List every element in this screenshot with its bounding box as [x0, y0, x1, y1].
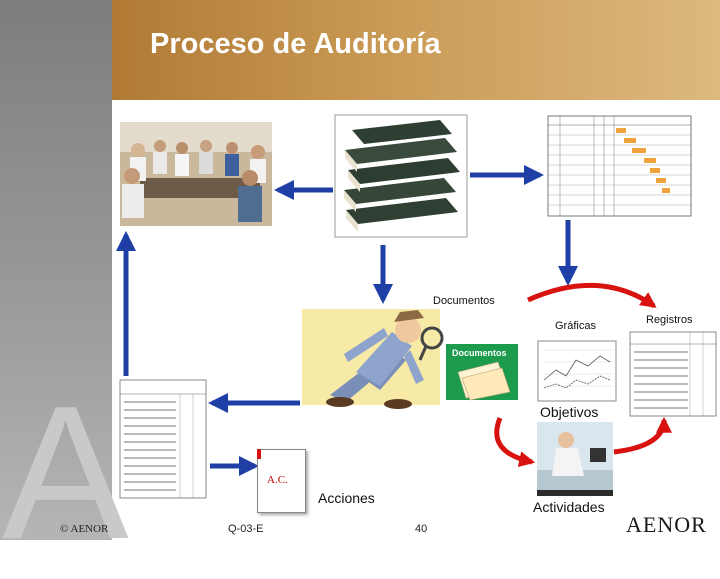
label-actividades: Actividades [533, 499, 605, 515]
label-objetivos: Objetivos [540, 404, 599, 420]
red-arrow-to-objetivos [613, 416, 672, 455]
activities-photo [537, 422, 613, 496]
label-graficas: Gráficas [555, 320, 596, 332]
registros-table-sheet [629, 331, 717, 417]
clipart-label: Documentos [452, 348, 507, 358]
gantt-chart-sheet [547, 115, 692, 217]
label-acciones: Acciones [318, 490, 375, 506]
top-band [112, 0, 720, 100]
red-arrow-to-registros [526, 282, 657, 309]
label-documentos: Documentos [433, 295, 495, 307]
footer-page-number: 40 [415, 523, 428, 535]
slide-title: Proceso de Auditoría [150, 28, 441, 60]
red-arrow-to-activities [494, 417, 536, 468]
auditor-magnifier-illustration [302, 309, 444, 409]
line-chart-sheet [537, 340, 617, 402]
aenor-watermark-letter: A [2, 367, 129, 579]
label-registros: Registros [646, 314, 693, 326]
diagram-canvas: Documentos [116, 114, 717, 499]
corrective-action-card: A.C. [257, 449, 306, 513]
documents-clipart: Documentos [446, 344, 518, 401]
footer-code: Q-03-E [228, 523, 264, 535]
meeting-photo [120, 122, 272, 226]
left-band [0, 0, 112, 540]
aenor-logo: AENOR [626, 512, 707, 537]
checklist-sheet [119, 379, 207, 499]
footer-copyright: © AENOR [60, 523, 109, 535]
ac-label: A.C. [267, 474, 288, 486]
books-stack-icon [334, 114, 468, 238]
